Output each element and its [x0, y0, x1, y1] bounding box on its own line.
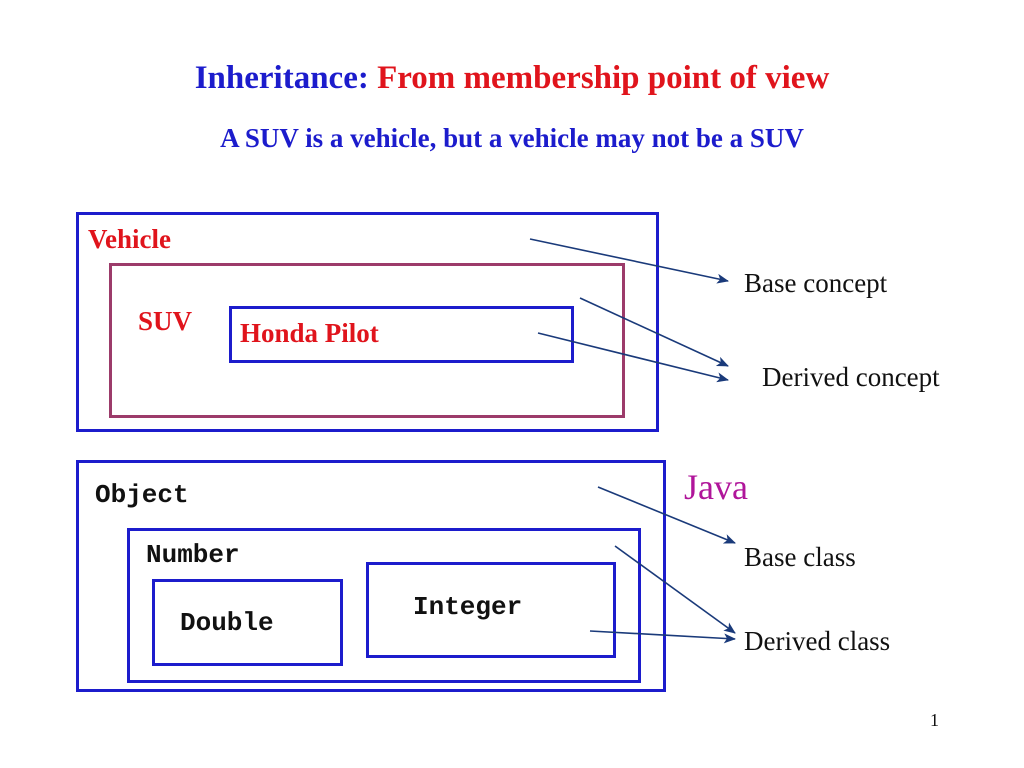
derived-concept-label: Derived concept	[762, 362, 940, 392]
double-label: Double	[180, 608, 274, 638]
java-label: Java	[684, 467, 748, 507]
suv-to-derived-concept-arrow	[579, 297, 729, 367]
base-concept-label: Base concept	[744, 268, 888, 298]
title-description: From membership point of view	[377, 60, 830, 96]
page-number: 1	[930, 710, 939, 730]
suv-label: SUV	[138, 306, 193, 336]
object-label: Object	[95, 480, 189, 510]
integer-box	[366, 562, 616, 658]
number-label: Number	[146, 540, 240, 570]
honda-to-derived-concept-arrow	[537, 332, 729, 383]
honda-pilot-label: Honda Pilot	[240, 318, 379, 348]
page-subtitle: A SUV is a vehicle, but a vehicle may no…	[220, 123, 804, 153]
object-box	[76, 460, 666, 692]
integer-label: Integer	[413, 592, 523, 622]
integer-to-derived-class-arrow	[589, 630, 736, 644]
vehicle-label: Vehicle	[88, 224, 171, 254]
honda-pilot-box	[229, 306, 574, 363]
page-title: Inheritance: From membership point of vi…	[0, 56, 1024, 100]
double-box	[152, 579, 343, 666]
vehicle-box	[76, 212, 659, 432]
base-class-label: Base class	[744, 542, 856, 572]
suv-box	[109, 263, 625, 418]
number-to-derived-class-arrow	[614, 545, 736, 634]
number-box	[127, 528, 641, 683]
object-to-base-class-arrow	[597, 486, 736, 544]
derived-class-label: Derived class	[744, 626, 891, 656]
title-topic: Inheritance:	[194, 60, 369, 96]
vehicle-to-base-concept-arrow	[529, 238, 729, 284]
